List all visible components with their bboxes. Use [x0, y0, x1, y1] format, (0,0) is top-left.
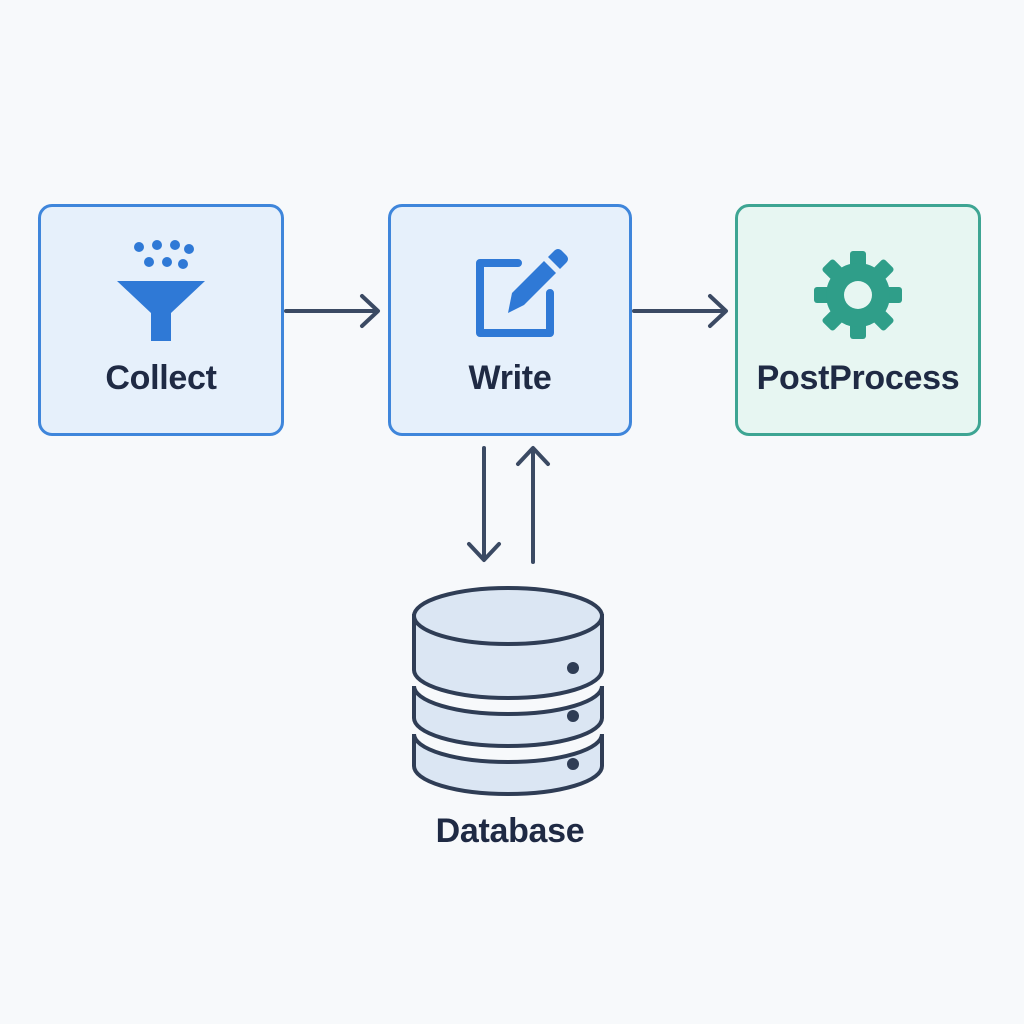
edit-icon — [476, 249, 568, 337]
node-write[interactable]: Write — [388, 204, 632, 436]
gear-icon — [814, 251, 902, 339]
node-collect-label: Collect — [105, 359, 217, 397]
arrow-collect-to-write — [284, 294, 380, 328]
node-database[interactable] — [410, 572, 606, 802]
arrow-database-to-write — [516, 446, 550, 564]
node-postprocess-label: PostProcess — [756, 359, 960, 397]
funnel-icon — [117, 240, 205, 341]
database-icon — [412, 586, 604, 796]
node-write-label: Write — [468, 359, 552, 397]
arrow-write-to-postprocess — [632, 294, 728, 328]
node-collect[interactable]: Collect — [38, 204, 284, 436]
arrow-write-to-database — [467, 446, 501, 562]
node-database-label: Database — [435, 812, 585, 850]
node-postprocess[interactable]: PostProcess — [735, 204, 981, 436]
